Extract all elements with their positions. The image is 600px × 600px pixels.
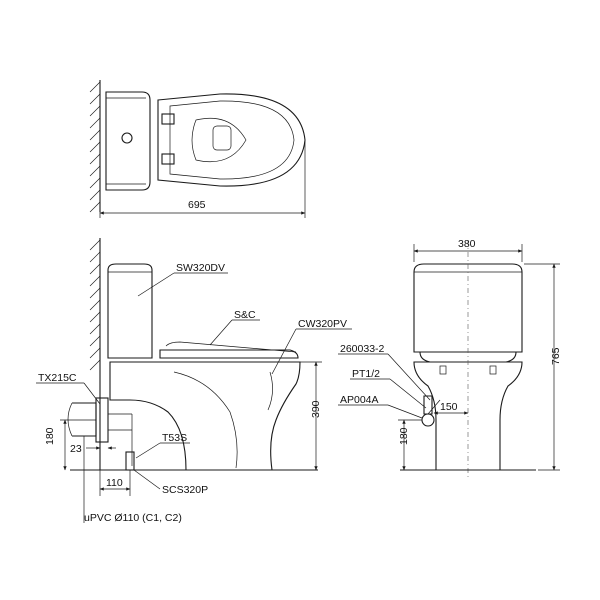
seat-side	[159, 341, 299, 359]
dim-width-top: 695	[99, 140, 306, 218]
hinge-icon	[161, 113, 175, 125]
tank-label: SW320DV	[176, 262, 225, 274]
hose-label: 260033-2	[340, 343, 385, 355]
bolt-side	[125, 451, 135, 471]
top-view: 695	[89, 80, 306, 218]
bolt-label: T53S	[162, 432, 187, 444]
rough-height-label: 180	[44, 427, 56, 445]
side-view: SW320DV S&C CW320PV TX215C T53S SCS320P …	[36, 238, 352, 524]
supply-valve	[421, 395, 441, 427]
dim-height-front: 765	[524, 263, 562, 471]
tank-top	[105, 91, 151, 191]
dim-width-front: 380	[413, 238, 523, 262]
valve-label: PT1/2	[352, 368, 380, 380]
bolt-icon	[439, 365, 447, 375]
supply-height-label: 180	[398, 427, 410, 445]
hinge-icon	[161, 153, 175, 165]
width-front-label: 380	[458, 238, 476, 250]
tank-side	[107, 263, 153, 359]
supply-label: AP004A	[340, 394, 379, 406]
dim-offset: 23	[70, 443, 116, 455]
seat-lid-top	[157, 93, 306, 187]
flange-label: TX215C	[38, 372, 77, 384]
wall-hatch-top	[89, 80, 101, 213]
wall-hatch-side	[89, 238, 101, 470]
setback-label: 110	[106, 477, 123, 489]
seal-label: SCS320P	[162, 484, 208, 496]
bowl-side	[109, 361, 301, 471]
dim-width-label: 695	[188, 199, 206, 211]
dim-supply-height: 180	[398, 419, 422, 471]
rim-height-label: 390	[310, 400, 322, 418]
bowl-label: CW320PV	[298, 318, 347, 330]
bolt-icon	[489, 365, 497, 375]
dim-setback: 110	[99, 470, 131, 496]
offset-label: 23	[70, 443, 82, 455]
front-view: 260033-2 PT1/2 AP004A 380 765 150	[338, 238, 562, 478]
pipe-label: uPVC Ø110 (C1, C2)	[84, 512, 182, 524]
height-front-label: 765	[550, 347, 562, 365]
dim-supply-offset: 150	[433, 401, 469, 415]
bowl-front	[413, 240, 523, 478]
seat-label: S&C	[234, 309, 256, 321]
supply-offset-label: 150	[440, 401, 458, 413]
flush-button-icon	[121, 132, 133, 144]
dim-rough-height: 180	[44, 419, 96, 471]
dim-rim-height: 390	[300, 361, 322, 471]
